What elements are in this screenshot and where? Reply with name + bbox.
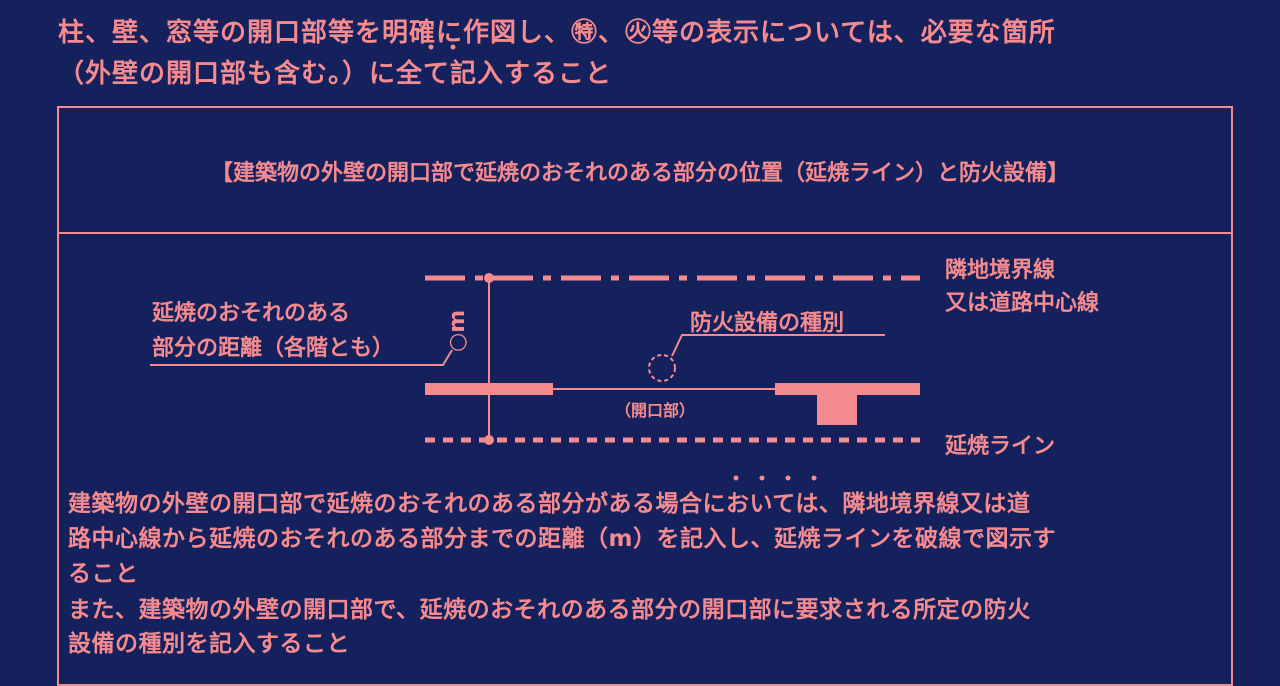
note-line-4: また、建築物の外壁の開口部で、延焼のおそれのある部分の開口部に要求される所定の防… bbox=[68, 597, 1031, 623]
note-line-3: ること bbox=[68, 561, 139, 587]
distance-value: ○m bbox=[445, 309, 470, 352]
emphasis-dots bbox=[428, 44, 817, 481]
section-title: 【建築物の外壁の開口部で延焼のおそれのある部分の位置（延焼ライン）と防火設備】 bbox=[210, 161, 1069, 186]
instruction-line-1: 柱、壁、窓等の開口部等を明確に作図し、㊕、㊋等の表示については、必要な箇所 bbox=[58, 18, 1056, 48]
dimension-endpoint-top bbox=[484, 273, 494, 283]
fire-line-label: 延焼ライン bbox=[945, 434, 1056, 459]
wall-protrusion bbox=[817, 395, 857, 425]
dimension-endpoint-bottom bbox=[484, 435, 494, 445]
distance-label-2: 部分の距離（各階とも） bbox=[152, 336, 395, 361]
boundary-label-2: 又は道路中心線 bbox=[945, 291, 1100, 316]
distance-leader-line bbox=[150, 349, 453, 366]
equipment-dashed-circle bbox=[648, 354, 676, 382]
equipment-leader-line bbox=[671, 334, 885, 357]
equipment-label: 防火設備の種別 bbox=[690, 311, 845, 336]
boundary-label-1: 隣地境界線 bbox=[945, 258, 1056, 283]
wall-left bbox=[425, 383, 553, 395]
instruction-line-2: （外壁の開口部も含む。）に全て記入すること bbox=[58, 59, 613, 89]
note-line-5: 設備の種別を記入すること bbox=[68, 631, 350, 657]
wall-right bbox=[775, 383, 920, 395]
note-line-2: 路中心線から延焼のおそれのある部分までの距離（m）を記入し、延焼ラインを破線で図… bbox=[68, 526, 1056, 552]
section-divider bbox=[57, 232, 1233, 234]
distance-label-1: 延焼のおそれのある bbox=[152, 301, 351, 326]
opening-label: （開口部） bbox=[615, 401, 696, 420]
note-line-1: 建築物の外壁の開口部で延焼のおそれのある部分がある場合においては、隣地境界線又は… bbox=[68, 491, 1031, 517]
